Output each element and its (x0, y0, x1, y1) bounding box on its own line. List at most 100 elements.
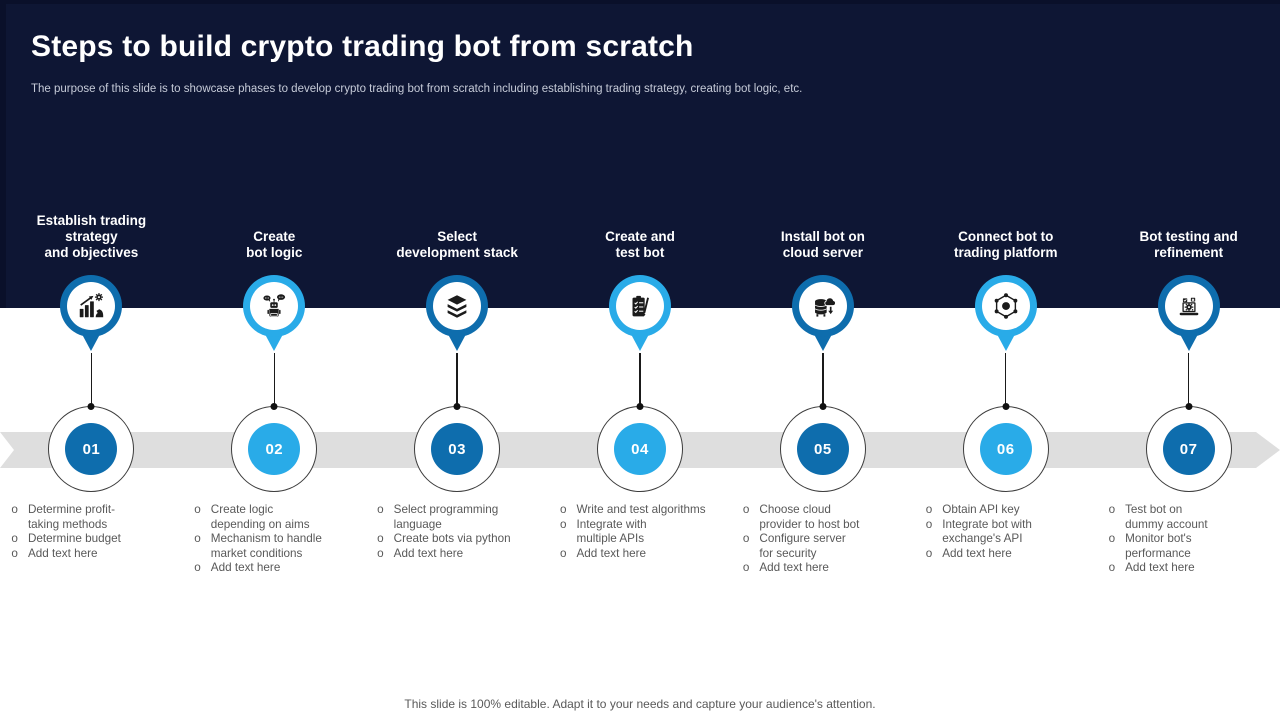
header-panel (0, 0, 1280, 308)
step-title: Connect bot to trading platform (953, 229, 1058, 260)
location-pin (426, 275, 489, 351)
bullet-marker: o (742, 503, 750, 516)
bullet-item: o Determine budget (11, 532, 171, 547)
bullet-item: o Configure server for security (743, 532, 903, 561)
bullet-text: Add text here (942, 546, 1012, 560)
bullet-item: o Create logic depending on aims (194, 503, 354, 532)
step-number-circle: 05 (779, 406, 866, 492)
bullet-list: o Choose cloud provider to host bot o Co… (743, 503, 903, 576)
bullet-item: o Monitor bot's performance (1109, 532, 1269, 561)
step-number-circle: 01 (48, 406, 135, 492)
bullet-list: o Write and test algorithms o Integrate … (560, 503, 720, 561)
bullet-item: o Add text here (1109, 561, 1269, 576)
location-pin (609, 275, 671, 351)
bullet-text: Add text here (210, 561, 281, 575)
bullet-marker: o (1108, 503, 1116, 516)
connector-line (273, 353, 276, 406)
bullet-text: Choose cloud provider to host bot (759, 503, 860, 531)
bullet-text: Add text here (393, 546, 464, 560)
bullet-text: Mechanism to handle market conditions (210, 532, 322, 560)
bullet-list: o Test bot on dummy account o Monitor bo… (1109, 503, 1269, 576)
step-number: 02 (248, 423, 301, 475)
bullet-list: o Create logic depending on aims o Mecha… (194, 503, 354, 576)
step-column: Establish trading strategy and objective… (0, 195, 183, 576)
bullet-list: o Select programming language o Create b… (377, 503, 537, 561)
bullet-marker: o (11, 546, 18, 560)
bullet-text: Create bots via python (393, 532, 511, 546)
location-pin (791, 275, 854, 351)
step-column: Create bot logic 02 o Create logic depen… (183, 195, 366, 576)
step-number-circle: 02 (231, 406, 318, 492)
bullet-marker: o (925, 546, 933, 560)
step-title: Select development stack (396, 229, 518, 260)
bullet-marker: o (560, 546, 567, 560)
step-column: Bot testing and refinement 07 o Test bot… (1097, 195, 1280, 576)
bullet-item: o Determine profit- taking methods (11, 503, 171, 532)
bullet-text: Determine profit- taking methods (27, 503, 115, 531)
location-pin (60, 275, 123, 351)
bullet-marker: o (742, 561, 750, 575)
connector-line (639, 353, 641, 406)
bullet-item: o Obtain API key (926, 503, 1086, 518)
step-number: 01 (65, 423, 118, 475)
bullet-item: o Add text here (560, 547, 720, 562)
bullet-text: Add text here (576, 546, 647, 560)
bullet-marker: o (377, 546, 384, 560)
footer-note: This slide is 100% editable. Adapt it to… (404, 697, 876, 711)
connector-line (90, 353, 93, 406)
connector-line (456, 353, 458, 406)
bullet-marker: o (925, 517, 933, 531)
step-number-circle: 04 (597, 406, 683, 492)
page-subtitle: The purpose of this slide is to showcase… (31, 83, 803, 95)
bullet-text: Select programming language (393, 503, 499, 531)
bullet-item: o Add text here (926, 547, 1086, 562)
bullet-marker: o (194, 503, 201, 516)
bullet-item: o Integrate bot with exchange's API (926, 518, 1086, 547)
bullet-text: Determine budget (27, 532, 121, 546)
bullet-marker: o (194, 532, 201, 546)
bullet-item: o Add text here (11, 547, 171, 562)
bullet-item: o Add text here (743, 561, 903, 576)
bullet-item: o Add text here (377, 547, 537, 562)
step-title: Establish trading strategy and objective… (36, 213, 147, 260)
bullet-text: Monitor bot's performance (1125, 532, 1192, 560)
bullet-marker: o (11, 532, 18, 546)
bullet-item: o Select programming language (377, 503, 537, 532)
bullet-marker: o (1108, 561, 1116, 575)
bullet-list: o Determine profit- taking methods o Det… (11, 503, 171, 561)
bullet-item: o Write and test algorithms (560, 503, 720, 518)
location-pin (243, 275, 306, 351)
step-title: Create bot logic (246, 229, 303, 260)
bullet-text: Write and test algorithms (576, 503, 706, 516)
bullet-text: Configure server for security (759, 532, 846, 560)
bullet-item: o Test bot on dummy account (1109, 503, 1269, 532)
connector-line (1004, 353, 1007, 406)
step-number: 07 (1162, 423, 1215, 475)
bullet-marker: o (560, 517, 567, 531)
bullet-item: o Create bots via python (377, 532, 537, 547)
page-title: Steps to build crypto trading bot from s… (31, 30, 694, 63)
bullet-marker: o (11, 503, 18, 516)
bullet-marker: o (925, 503, 933, 516)
bullet-text: Integrate bot with exchange's API (942, 517, 1032, 546)
bullet-text: Test bot on dummy account (1125, 503, 1208, 531)
step-number: 04 (614, 423, 666, 475)
bullet-marker: o (377, 532, 384, 546)
bullet-item: o Choose cloud provider to host bot (743, 503, 903, 532)
step-number-circle: 07 (1145, 406, 1232, 492)
step-column: Create and test bot 04 o Write and test … (549, 195, 732, 576)
bullet-list: o Obtain API key o Integrate bot with ex… (926, 503, 1086, 561)
bullet-text: Integrate with multiple APIs (576, 517, 647, 546)
step-number: 06 (979, 423, 1032, 475)
connector-line (822, 353, 824, 406)
bullet-text: Create logic depending on aims (210, 503, 310, 531)
step-number-circle: 06 (962, 406, 1049, 492)
bullet-marker: o (1108, 532, 1116, 546)
step-column: Select development stack 03 o Select pro… (366, 195, 549, 576)
location-pin (1157, 275, 1220, 351)
step-column: Install bot on cloud server 05 o Choose … (731, 195, 914, 576)
bullet-text: Add text here (1125, 561, 1195, 575)
bullet-text: Add text here (759, 561, 829, 575)
bullet-text: Add text here (27, 546, 98, 560)
